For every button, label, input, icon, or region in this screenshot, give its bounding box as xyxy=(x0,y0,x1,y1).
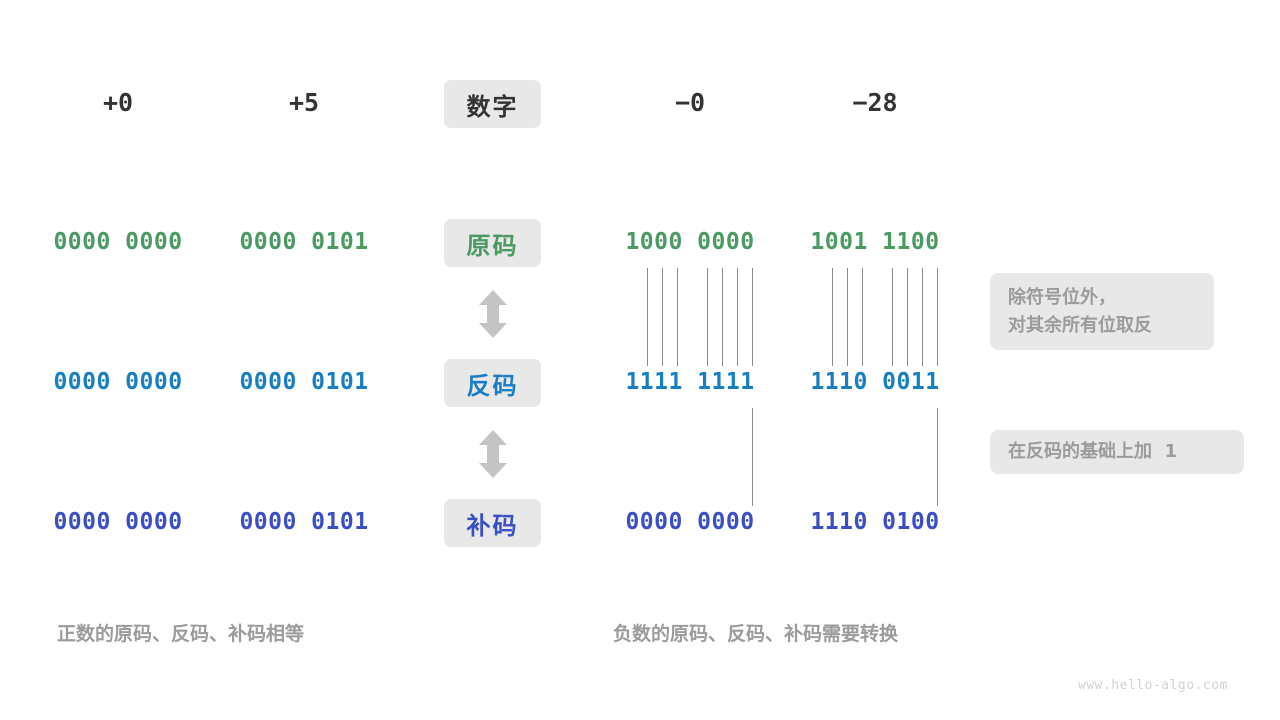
header-value-neg-28: −28 xyxy=(852,88,898,117)
bit-connector xyxy=(677,268,678,366)
sign-magnitude-neg-28: 1001 1100 xyxy=(810,229,940,255)
up-down-arrow-icon-1 xyxy=(479,290,507,338)
bit-connector xyxy=(892,268,893,366)
bit-connector xyxy=(722,268,723,366)
twos-complement-neg-28: 1110 0100 xyxy=(810,509,940,535)
ones-complement-neg-zero: 1111 1111 xyxy=(625,369,755,395)
carry-connector xyxy=(937,408,938,506)
row-label-ones-complement: 反码 xyxy=(444,359,541,407)
header-value-neg-zero: −0 xyxy=(674,88,706,117)
sign-magnitude-pos-zero: 0000 0000 xyxy=(53,229,183,255)
bit-connector xyxy=(707,268,708,366)
up-down-arrow-icon-2 xyxy=(479,430,507,478)
ones-complement-pos-five: 0000 0101 xyxy=(239,369,369,395)
bit-connector xyxy=(937,268,938,366)
bit-connector xyxy=(647,268,648,366)
sign-magnitude-pos-five: 0000 0101 xyxy=(239,229,369,255)
watermark: www.hello-algo.com xyxy=(1078,678,1228,693)
twos-complement-neg-zero: 0000 0000 xyxy=(625,509,755,535)
note-invert-line1: 除符号位外， xyxy=(1008,286,1116,308)
row-label-twos-complement: 补码 xyxy=(444,499,541,547)
header-value-pos-zero: +0 xyxy=(102,88,134,117)
bit-connector xyxy=(662,268,663,366)
bit-connector xyxy=(752,268,753,366)
bit-connector xyxy=(737,268,738,366)
carry-connector xyxy=(752,408,753,506)
note-invert-bits: 除符号位外， 对其余所有位取反 xyxy=(990,273,1214,350)
row-label-number: 数字 xyxy=(444,80,541,128)
bit-connector xyxy=(922,268,923,366)
twos-complement-pos-five: 0000 0101 xyxy=(239,509,369,535)
bit-connector xyxy=(832,268,833,366)
twos-complement-pos-zero: 0000 0000 xyxy=(53,509,183,535)
ones-complement-pos-zero: 0000 0000 xyxy=(53,369,183,395)
header-value-pos-five: +5 xyxy=(288,88,320,117)
note-invert-line2: 对其余所有位取反 xyxy=(1008,314,1152,336)
caption-positive: 正数的原码、反码、补码相等 xyxy=(57,623,305,645)
bit-connector xyxy=(847,268,848,366)
bit-connector xyxy=(907,268,908,366)
row-label-sign-magnitude: 原码 xyxy=(444,219,541,267)
bit-connector xyxy=(862,268,863,366)
note-add-one-line1: 在反码的基础上加 1 xyxy=(1008,441,1178,462)
caption-negative: 负数的原码、反码、补码需要转换 xyxy=(613,623,899,645)
sign-magnitude-neg-zero: 1000 0000 xyxy=(625,229,755,255)
note-add-one: 在反码的基础上加 1 xyxy=(990,430,1244,474)
ones-complement-neg-28: 1110 0011 xyxy=(810,369,940,395)
